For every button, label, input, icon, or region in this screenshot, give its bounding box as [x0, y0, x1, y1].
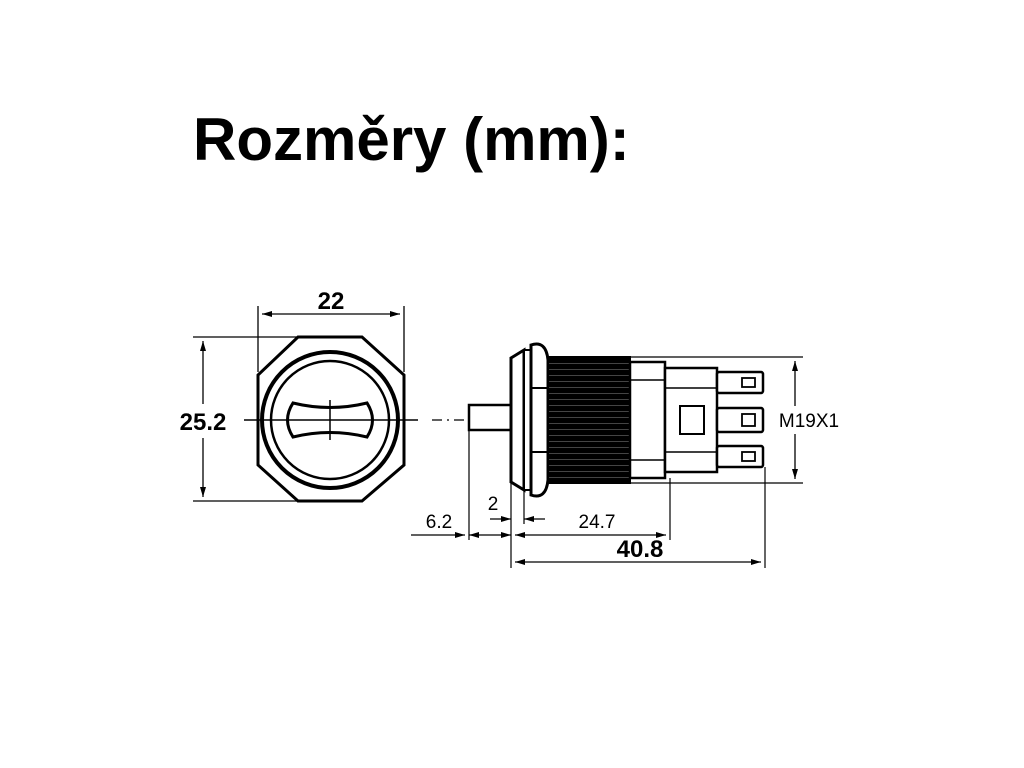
- terminal-top: [715, 370, 765, 395]
- dimension-width: [257, 306, 405, 372]
- dimension-actuator-label: 6.2: [426, 512, 452, 533]
- extension-lines: [468, 430, 766, 568]
- hex-nut-side: [529, 342, 550, 498]
- front-view: [244, 335, 418, 503]
- dimension-flange-label: 2: [488, 494, 499, 515]
- terminal-middle: [715, 406, 765, 434]
- key-slot: [286, 401, 374, 439]
- dimension-total-label: 40.8: [617, 536, 664, 563]
- terminal-bottom: [715, 444, 765, 469]
- page-title: Rozměry (mm):: [193, 106, 630, 173]
- side-view: [432, 342, 765, 498]
- dimension-width-label: 22: [318, 288, 345, 315]
- hex-nut-outline: [256, 335, 406, 503]
- dimension-height-label: 25.2: [180, 409, 227, 436]
- threaded-body: [547, 356, 631, 484]
- dimension-thread: [630, 356, 803, 484]
- dimension-body-label: 24.7: [579, 512, 616, 533]
- dimension-height: [193, 336, 298, 502]
- dimension-thread-label: M19X1: [779, 411, 839, 432]
- front-bezel: [509, 347, 526, 493]
- terminals: [715, 370, 765, 469]
- actuator: [467, 403, 513, 432]
